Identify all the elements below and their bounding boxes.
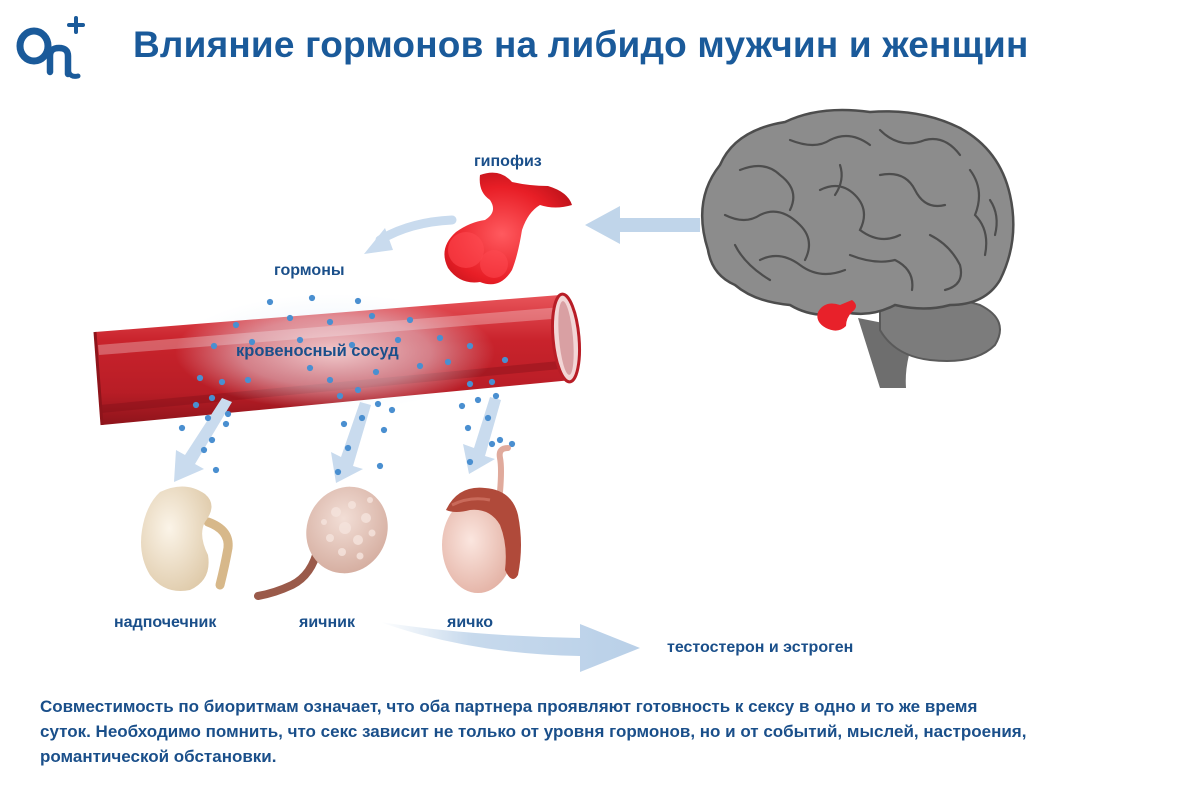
hormone-dot xyxy=(354,386,362,394)
brain-pituitary-marker xyxy=(817,300,856,331)
adrenal-gland-icon xyxy=(141,486,233,591)
hormone-dot xyxy=(501,356,509,364)
hormone-dot xyxy=(208,394,216,402)
pituitary-gland-icon xyxy=(444,172,572,285)
hormones-arrow xyxy=(364,215,457,254)
description-paragraph: Совместимость по биоритмам означает, что… xyxy=(40,694,1170,769)
description-line: суток. Необходимо помнить, что секс зави… xyxy=(40,722,1027,741)
arrow-to-adrenal xyxy=(174,398,232,482)
hormone-dot xyxy=(326,318,334,326)
hormone-dot xyxy=(466,342,474,350)
label-pituitary: гипофиз xyxy=(474,153,542,170)
hormone-dot xyxy=(178,424,186,432)
hormone-dot xyxy=(204,414,212,422)
hormone-dot xyxy=(308,294,316,302)
hormone-dot xyxy=(464,424,472,432)
hormone-dot xyxy=(344,444,352,452)
hormone-dot xyxy=(458,402,466,410)
label-hormones: гормоны xyxy=(274,262,345,279)
hormone-dot xyxy=(358,414,366,422)
hormone-dot xyxy=(244,376,252,384)
hormone-dot xyxy=(218,378,226,386)
output-arrow xyxy=(380,622,640,672)
page-title: Влияние гормонов на либидо мужчин и женщ… xyxy=(133,24,1029,65)
hormone-dot xyxy=(224,410,232,418)
description-line: романтической обстановки. xyxy=(40,747,277,766)
hormone-dot xyxy=(436,334,444,342)
hormone-dot xyxy=(374,400,382,408)
hormone-dot xyxy=(306,364,314,372)
ovary-icon xyxy=(254,486,388,600)
hormone-dot xyxy=(484,414,492,422)
hormone-dot xyxy=(192,401,200,409)
hormone-dot xyxy=(406,316,414,324)
hormone-dot xyxy=(492,392,500,400)
hormone-glow xyxy=(175,294,495,410)
hormone-dot xyxy=(208,436,216,444)
label-blood-vessel: кровеносный сосуд xyxy=(236,342,399,360)
hormone-dot xyxy=(394,336,402,344)
hormone-dot xyxy=(488,440,496,448)
arrow-to-testis xyxy=(463,397,501,474)
cerebrum xyxy=(700,108,1015,317)
hormone-dot xyxy=(232,321,240,329)
ovary-follicles xyxy=(321,497,376,560)
hormone-dot xyxy=(212,466,220,474)
hormone-dot xyxy=(380,426,388,434)
hormone-dot xyxy=(388,406,396,414)
hormone-dot xyxy=(474,396,482,404)
hormone-dot xyxy=(222,420,230,428)
hormone-dot xyxy=(296,336,304,344)
label-ovary: яичник xyxy=(298,614,356,631)
hormone-dot xyxy=(334,468,342,476)
label-adrenal: надпочечник xyxy=(114,614,217,631)
hormone-dot xyxy=(466,380,474,388)
testis-icon xyxy=(442,445,521,593)
hormone-dot xyxy=(348,341,356,349)
hormone-dot xyxy=(266,298,274,306)
arrow-to-ovary xyxy=(331,402,371,483)
label-testis: яичко xyxy=(446,614,493,631)
hormone-dot xyxy=(196,374,204,382)
hormone-dot xyxy=(340,420,348,428)
brain-gyri xyxy=(723,128,998,292)
hormone-dot xyxy=(286,314,294,322)
on-plus-logo xyxy=(16,16,85,79)
brain-icon xyxy=(700,108,1015,388)
hormone-dot xyxy=(368,312,376,320)
hormone-dot xyxy=(326,376,334,384)
hormone-dot xyxy=(336,392,344,400)
hormone-dot xyxy=(372,368,380,376)
hormone-dot xyxy=(508,440,516,448)
hormone-dots xyxy=(178,294,516,476)
brain-to-pituitary-arrow xyxy=(585,206,700,244)
hormone-dot xyxy=(354,297,362,305)
hormone-dot xyxy=(210,342,218,350)
label-output: тестостерон и эстроген xyxy=(667,639,853,656)
hormone-dot xyxy=(248,338,256,346)
hormone-dot xyxy=(416,362,424,370)
hormone-dot xyxy=(376,462,384,470)
hormone-dot xyxy=(466,458,474,466)
to-organ-arrows xyxy=(174,397,501,483)
description-line: Совместимость по биоритмам означает, что… xyxy=(40,697,978,716)
hormone-dot xyxy=(444,358,452,366)
hormone-dot xyxy=(488,378,496,386)
hormone-dot xyxy=(200,446,208,454)
hormone-dot xyxy=(496,436,504,444)
